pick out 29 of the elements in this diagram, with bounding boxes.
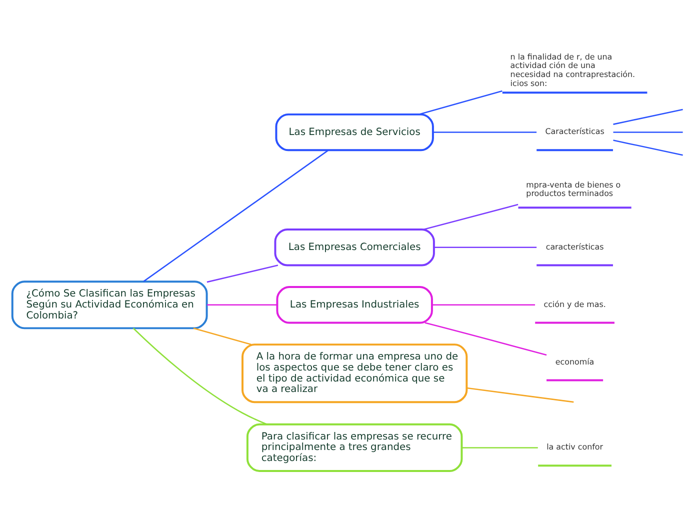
node-text: n la finalidad de r, de una actividad ción de una necesidad na contraprestación. icios son: [510, 52, 636, 88]
connector [433, 132, 537, 133]
node-text: cción y de mas. [544, 300, 606, 309]
connector [466, 387, 574, 403]
node-text: economía [555, 357, 594, 366]
node-text: Características [545, 127, 604, 136]
connector [423, 204, 518, 230]
node-text: mpra-venta de bienes o productos terminados [526, 180, 621, 198]
node-box: Las Empresas de Servicios [275, 113, 434, 152]
connector [206, 304, 278, 306]
connector [434, 246, 537, 248]
connector [193, 328, 252, 346]
node-box: Las Empresas Comerciales [274, 228, 435, 266]
connector [418, 90, 502, 116]
node-box: Las Empresas Industriales [276, 286, 433, 324]
connector [132, 328, 268, 425]
connector [206, 264, 278, 283]
node-text: la activ confor [546, 442, 604, 452]
connector [462, 447, 538, 448]
connector [613, 140, 683, 156]
connector [613, 108, 683, 125]
node-text: características [546, 242, 604, 252]
connector [432, 304, 536, 306]
node-box: A la hora de formar una empresa uno de los aspectos que se debe tener claro es el tipo de actividad económica que se va a realizar [242, 344, 468, 404]
node-box: ¿Cómo Se Clasifican las Empresas Según su Actividad Económica en Colombia? [11, 280, 208, 330]
node-box: Para clasificar las empresas se recurre principalmente a tres grandes categorías: [246, 423, 463, 472]
connector [613, 132, 683, 133]
connector [424, 322, 547, 356]
connector [143, 150, 329, 282]
